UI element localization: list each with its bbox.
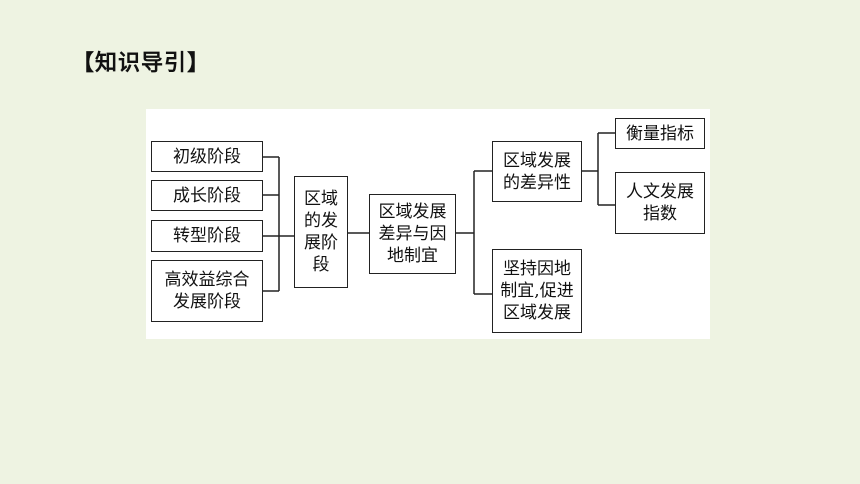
connector-lines bbox=[263, 132, 615, 295]
indicator-box-measure: 衡量指标 bbox=[615, 118, 705, 149]
stage-box-transition: 转型阶段 bbox=[151, 220, 263, 252]
indicator-box-hdi: 人文发展 指数 bbox=[615, 172, 705, 234]
stage-group-box: 区域 的发 展阶 段 bbox=[294, 176, 348, 288]
policy-box: 坚持因地 制宜,促进 区域发展 bbox=[492, 249, 582, 333]
difference-box: 区域发展 的差异性 bbox=[492, 141, 582, 202]
diagram-panel: 初级阶段 成长阶段 转型阶段 高效益综合 发展阶段 区域 的发 展阶 段 区域发… bbox=[146, 109, 710, 339]
center-topic-box: 区域发展 差异与因 地制宜 bbox=[369, 194, 456, 274]
stage-box-growth: 成长阶段 bbox=[151, 180, 263, 211]
section-heading: 【知识导引】 bbox=[72, 51, 211, 76]
stage-box-integrated: 高效益综合 发展阶段 bbox=[151, 260, 263, 322]
stage-box-initial: 初级阶段 bbox=[151, 141, 263, 172]
